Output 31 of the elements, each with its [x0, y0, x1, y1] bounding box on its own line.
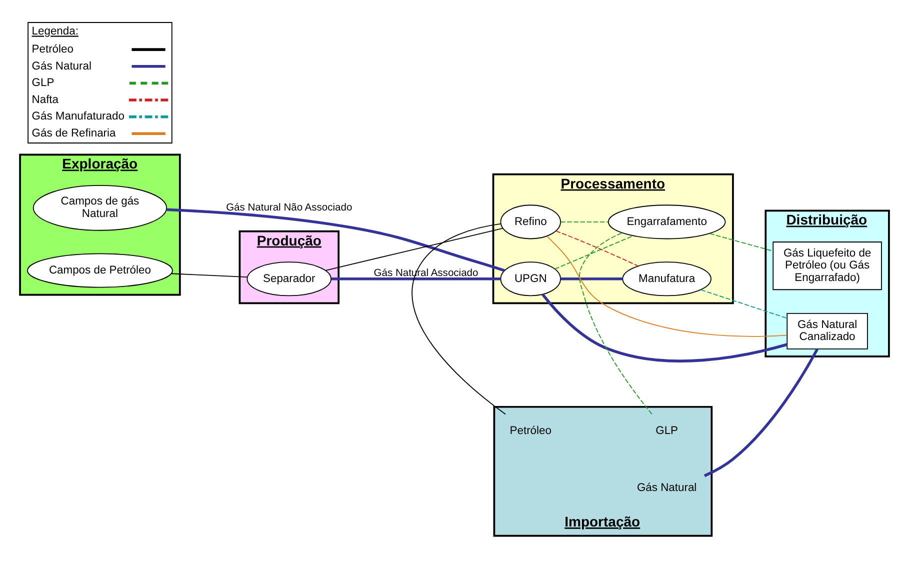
- node-box: Gás Natural Canalizado: [786, 313, 868, 350]
- connector: [412, 223, 506, 415]
- connector: [170, 273, 248, 278]
- node-text: GLP: [656, 425, 678, 438]
- node-text: Gás Natural: [636, 482, 697, 494]
- node-ellipse: Manufatura: [622, 262, 712, 296]
- node-ellipse: Campos de Petróleo: [26, 253, 173, 288]
- legend-label: Nafta: [32, 94, 59, 106]
- legend-label: Petróleo: [32, 43, 74, 56]
- connector: [331, 278, 501, 280]
- connector: [542, 294, 788, 362]
- legend-label: GLP: [32, 77, 54, 90]
- node-text: Petróleo: [510, 425, 552, 438]
- node-ellipse: Separador: [246, 262, 332, 296]
- connector: [325, 228, 504, 271]
- edge-label: Gás Natural Não Associado: [226, 202, 352, 214]
- node-ellipse: Engarrafamento: [608, 204, 726, 240]
- legend-label: Gás Natural: [32, 60, 92, 72]
- connector: [560, 278, 622, 280]
- legend-label: Gás Manufaturado: [32, 110, 124, 123]
- connector: [166, 208, 505, 272]
- connector: [700, 289, 788, 319]
- node-ellipse: Campos de gás Natural: [32, 184, 168, 231]
- label: Legenda:: [32, 26, 78, 38]
- connector: [709, 233, 774, 252]
- node-ellipse: Refino: [500, 204, 561, 240]
- legend-label: Gás de Refinaria: [32, 128, 116, 140]
- node-box: Gás Liquefeito de Petróleo (ou Gás Engarrafado): [772, 242, 882, 290]
- connector: [546, 236, 788, 337]
- node-ellipse: UPGN: [500, 262, 561, 296]
- connector: [560, 221, 609, 222]
